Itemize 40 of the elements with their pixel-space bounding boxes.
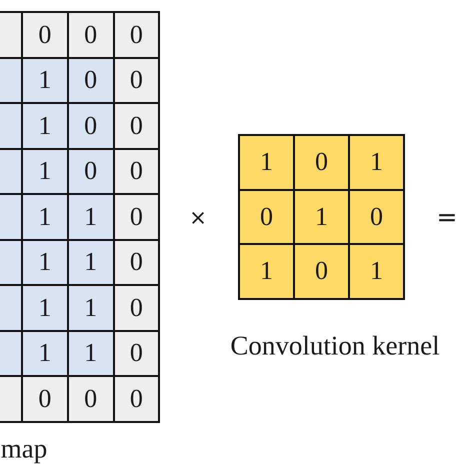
matrix-cell: 1 — [21, 238, 69, 286]
matrix-cell: 0 — [112, 148, 160, 195]
matrix-cell: 0 — [238, 188, 295, 245]
matrix-cell: 0 — [66, 102, 114, 150]
matrix-cell: 1 — [21, 284, 69, 332]
matrix-cell: 0 — [293, 134, 350, 190]
matrix-cell: 1 — [238, 243, 295, 300]
matrix-cell: 1 — [66, 238, 114, 286]
matrix-cell: 1 — [21, 193, 69, 240]
matrix-cell: 0 — [293, 243, 350, 300]
matrix-cell: 0 — [112, 330, 160, 377]
matrix-cell: 0 — [348, 188, 405, 245]
matrix-cell: 0 — [66, 148, 114, 195]
matrix-cell: 0 — [66, 56, 114, 104]
matrix-cell: 0 — [66, 375, 114, 422]
matrix-cell: 1 — [348, 243, 405, 300]
matrix-cell: 0 — [66, 11, 114, 58]
matrix-cell: 1 — [21, 148, 69, 195]
matrix-cell: 1 — [21, 102, 69, 150]
matrix-cell: 0 — [112, 193, 160, 240]
equals-sign: = — [436, 204, 458, 230]
matrix-cell: 0 — [112, 102, 160, 150]
matrix-cell: 0 — [21, 11, 69, 58]
matrix-cell: 1 — [66, 284, 114, 332]
matrix-cell: 0 — [21, 375, 69, 422]
matrix-cell: 0 — [112, 375, 160, 422]
matrix-cell: 1 — [21, 56, 69, 104]
matrix-cell: 1 — [238, 134, 295, 190]
matrix-cell: 1 — [293, 188, 350, 245]
matrix-cell: 1 — [66, 193, 114, 240]
matrix-cell: 0 — [112, 11, 160, 58]
matrix-cell: 0 — [112, 56, 160, 104]
matrix-cell: 1 — [348, 134, 405, 190]
grid-caption: map — [0, 436, 48, 462]
matrix-cell: 1 — [66, 330, 114, 377]
kernel-caption: Convolution kernel — [230, 332, 440, 360]
matrix-cell: 0 — [112, 284, 160, 332]
multiply-sign: × — [189, 208, 207, 228]
matrix-cell: 0 — [112, 238, 160, 286]
matrix-cell: 1 — [21, 330, 69, 377]
